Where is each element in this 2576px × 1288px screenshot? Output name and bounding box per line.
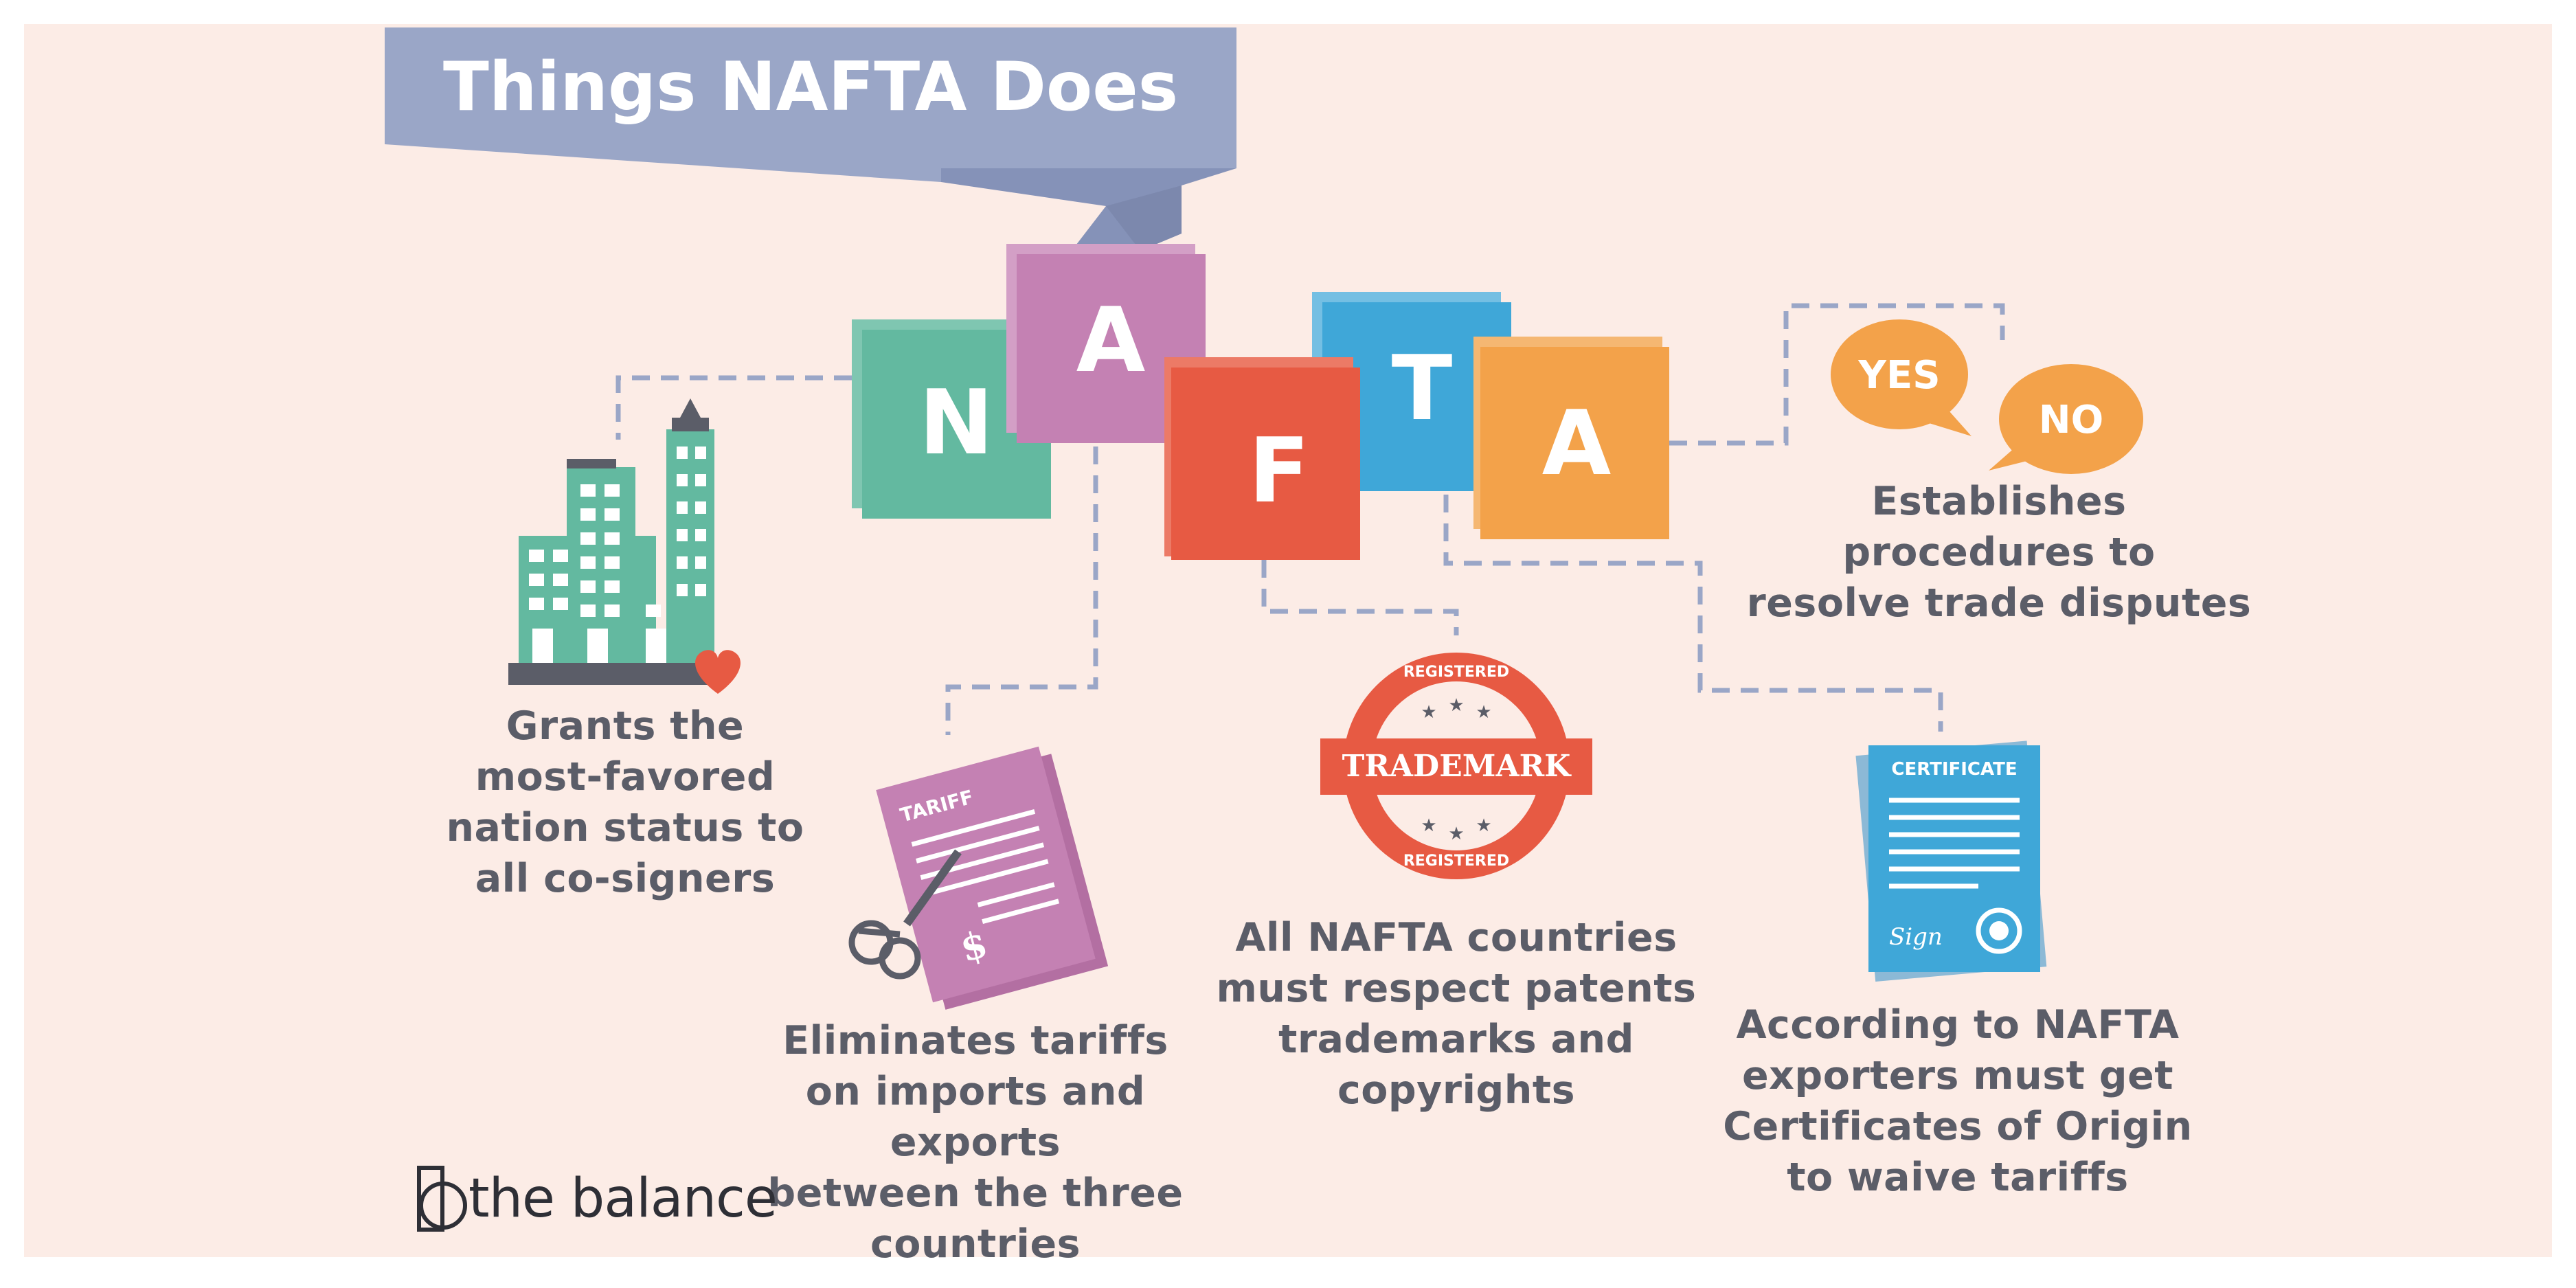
tile-t-letter: T xyxy=(1392,336,1453,440)
caption-most-favored-nation: Grants the most-favored nation status to… xyxy=(398,701,852,904)
tile-f-letter: F xyxy=(1249,418,1310,523)
stars-top: ★ ★ ★ xyxy=(1421,695,1491,723)
tile-a2-letter: A xyxy=(1542,391,1612,495)
heart-icon xyxy=(695,650,741,694)
tile-a1-letter: A xyxy=(1076,288,1146,392)
caption-eliminates-tariffs: Eliminates tariffs on imports and export… xyxy=(714,1015,1236,1269)
caption-line: nation status to xyxy=(446,805,804,850)
caption-line: resolve trade disputes xyxy=(1746,580,2252,626)
caption-line: to waive tariffs xyxy=(1787,1155,2129,1200)
yes-label: YES xyxy=(1857,353,1940,398)
yes-bubble xyxy=(1831,319,1968,429)
caption-line: between the three xyxy=(767,1171,1184,1216)
seal-icon xyxy=(1976,907,2022,954)
trademark-stamp-icon: TRADEMARK REGISTERED REGISTERED ★ ★ ★ ★ … xyxy=(1320,653,1592,879)
stars-bottom: ★ ★ ★ xyxy=(1421,815,1491,844)
no-label: NO xyxy=(2039,398,2103,442)
svg-text:★: ★ xyxy=(1448,824,1464,844)
tariff-document-icon: TARIFF $ xyxy=(848,746,1109,1010)
caption-line: all co-signers xyxy=(475,856,776,901)
svg-text:★: ★ xyxy=(1448,695,1464,716)
certificate-icon: CERTIFICATE Sign xyxy=(1855,741,2047,982)
title-text: Things NAFTA Does xyxy=(443,48,1178,126)
tile-t: T xyxy=(1312,292,1511,491)
caption-line: trademarks and xyxy=(1278,1017,1634,1062)
caption-line: copyrights xyxy=(1337,1067,1576,1113)
svg-text:★: ★ xyxy=(1421,815,1436,836)
scissors-icon xyxy=(848,849,962,980)
caption-line: must respect patents xyxy=(1216,966,1697,1011)
brand-logo-icon xyxy=(417,1166,467,1232)
no-bubble xyxy=(1999,364,2143,474)
tile-a2: A xyxy=(1473,337,1669,539)
tile-a1: A xyxy=(1006,244,1206,443)
certificate-label: CERTIFICATE xyxy=(1891,759,2017,780)
tile-f: F xyxy=(1164,357,1360,560)
brand: the balance xyxy=(405,1161,778,1236)
building-icon xyxy=(508,398,741,694)
caption-line: Certificates of Origin xyxy=(1723,1104,2193,1149)
caption-trade-disputes: Establishes procedures to resolve trade … xyxy=(1738,476,2260,629)
svg-text:★: ★ xyxy=(1476,815,1491,836)
svg-text:★: ★ xyxy=(1421,702,1436,723)
connector-lines xyxy=(615,303,2005,735)
trademark-label: TRADEMARK xyxy=(1342,749,1572,784)
brand-name: the balance xyxy=(468,1168,778,1230)
registered-bottom-label: REGISTERED xyxy=(1403,852,1509,870)
connector-tariff xyxy=(945,447,1098,735)
caption-certificates-of-origin: According to NAFTA exporters must get Ce… xyxy=(1717,999,2198,1203)
caption-line: on imports and exports xyxy=(805,1069,1146,1165)
caption-line: exporters must get xyxy=(1742,1053,2173,1098)
caption-line: Eliminates tariffs xyxy=(782,1018,1168,1063)
caption-line: Establishes xyxy=(1871,479,2127,524)
caption-line: procedures to xyxy=(1842,530,2156,575)
connector-building xyxy=(615,375,852,440)
caption-line: According to NAFTA xyxy=(1736,1002,2180,1048)
caption-line: All NAFTA countries xyxy=(1235,915,1677,960)
connector-trademark xyxy=(1261,560,1459,635)
caption-line: most-favored xyxy=(475,754,776,800)
caption-respect-patents: All NAFTA countries must respect patents… xyxy=(1216,912,1697,1116)
caption-line: Grants the xyxy=(506,703,745,749)
registered-top-label: REGISTERED xyxy=(1403,664,1509,681)
sign-label: Sign xyxy=(1889,923,1943,951)
speech-bubbles-icon: YES NO xyxy=(1831,319,2143,474)
connector-certificate xyxy=(1443,495,1943,732)
svg-text:★: ★ xyxy=(1476,702,1491,723)
title-banner: Things NAFTA Does xyxy=(385,27,1236,251)
tile-n-letter: N xyxy=(919,370,994,475)
nafta-tiles: N A T F A xyxy=(852,244,1669,560)
background-panel xyxy=(24,24,2552,1257)
caption-line: countries xyxy=(870,1221,1081,1267)
